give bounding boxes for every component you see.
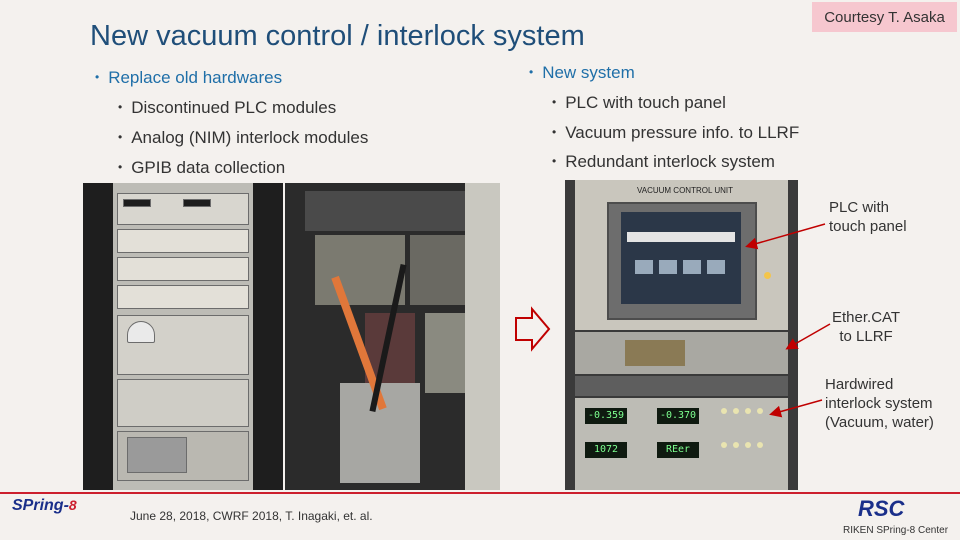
footer-citation: June 28, 2018, CWRF 2018, T. Inagaki, et… [130,509,373,523]
bullet-dot-icon: • [529,65,534,79]
right-arrow-outline-icon [515,306,551,352]
credit-badge: Courtesy T. Asaka [812,2,957,32]
bullet-dot-icon: • [95,70,100,84]
bullet-left-item: •GPIB data collection [118,158,286,177]
bullet-left-item: •Analog (NIM) interlock modules [118,128,369,147]
bullet-dot-icon: • [118,100,123,114]
old-rack-rear-photo [285,183,500,490]
new-system-photo: VACUUM CONTROL UNIT -0.359 -0.370 1072 R… [565,180,798,490]
slide-title: New vacuum control / interlock system [90,20,585,52]
spring8-logo: SPring-8 [12,497,77,514]
bullet-right-item: •PLC with touch panel [552,93,726,112]
bullet-left-heading: •Replace old hardwares [95,68,283,87]
callout-ethercat: Ether.CAT to LLRF [832,309,901,345]
footer-rule [0,492,960,494]
bullet-dot-icon: • [552,154,557,168]
callout-plc: PLC with touch panel [829,199,907,235]
pressure-display-2: -0.370 [657,408,699,424]
bullet-left-item: •Discontinued PLC modules [118,98,337,117]
rsc-logo: RSC [858,496,905,521]
red-pointer-arrow-icon [785,323,831,350]
pressure-display-4: REer [657,442,699,458]
rsc-caption: RIKEN SPring-8 Center [843,525,949,536]
bullet-right-item: •Vacuum pressure info. to LLRF [552,123,800,142]
bullet-dot-icon: • [118,130,123,144]
bullet-dot-icon: • [118,160,123,174]
bullet-right-item: •Redundant interlock system [552,152,775,171]
old-rack-front-photo [83,183,283,490]
red-pointer-arrow-icon [769,399,823,418]
red-pointer-arrow-icon [745,223,826,250]
pressure-display-3: 1072 [585,442,627,458]
bullet-dot-icon: • [552,95,557,109]
callout-hardwired: Hardwired interlock system (Vacuum, wate… [825,376,934,431]
bullet-right-heading: •New system [529,63,635,82]
bullet-dot-icon: • [552,125,557,139]
panel-label: VACUUM CONTROL UNIT [637,186,733,195]
pressure-display-1: -0.359 [585,408,627,424]
